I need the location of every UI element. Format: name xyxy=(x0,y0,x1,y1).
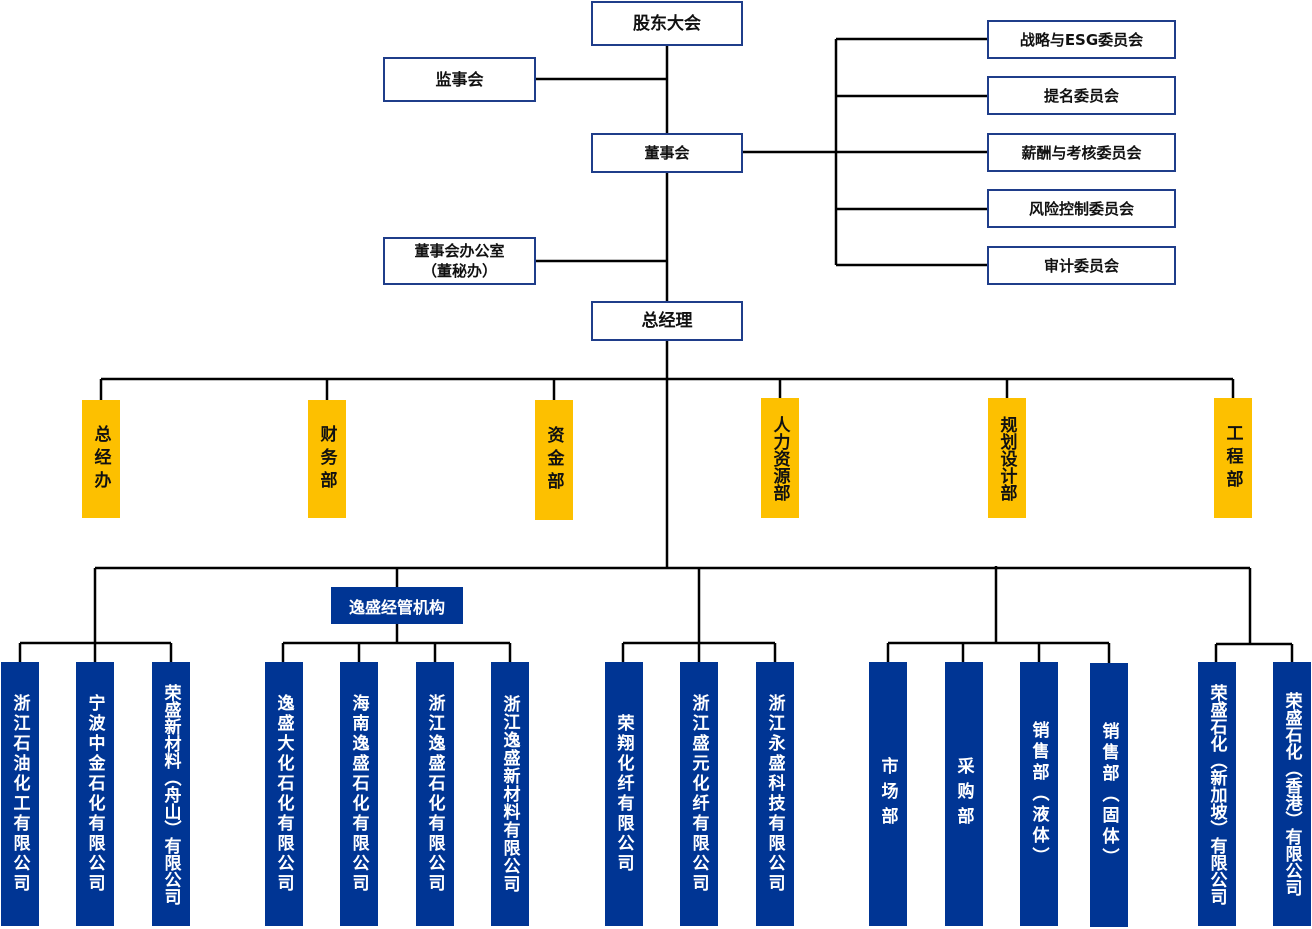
subsidiary-label: 荣翔化纤有限公司 xyxy=(613,714,634,874)
unit-sales-solid[interactable]: 销售部（固体） xyxy=(1090,663,1128,927)
committee-label: 风险控制委员会 xyxy=(1028,199,1134,218)
subsidiary-label: 宁波中金石化有限公司 xyxy=(84,694,105,894)
general-manager-box[interactable]: 总经理 xyxy=(591,301,743,341)
committee-audit[interactable]: 审计委员会 xyxy=(987,246,1176,285)
board-office-box[interactable]: 董事会办公室 （董秘办） xyxy=(383,237,536,285)
department-finance[interactable]: 财务部 xyxy=(308,400,346,518)
department-label: 人力资源部 xyxy=(769,415,790,501)
supervisory-board-box[interactable]: 监事会 xyxy=(383,57,536,102)
subsidiary-label: 海南逸盛石化有限公司 xyxy=(348,694,369,894)
subsidiary-rongxiang-fiber[interactable]: 荣翔化纤有限公司 xyxy=(605,662,643,926)
subsidiary-rongsheng-hongkong[interactable]: 荣盛石化（香港）有限公司 xyxy=(1273,662,1311,926)
subsidiary-ningbo-zhongjin[interactable]: 宁波中金石化有限公司 xyxy=(76,662,114,926)
unit-marketing[interactable]: 市场部 xyxy=(869,662,907,926)
board-office-label: 董事会办公室 xyxy=(414,242,505,260)
subsidiary-zhejiang-yisheng-new-materials[interactable]: 浙江逸盛新材料有限公司 xyxy=(491,662,529,926)
committee-compensation[interactable]: 薪酬与考核委员会 xyxy=(987,133,1176,172)
board-of-directors-label: 董事会 xyxy=(644,144,690,162)
subsidiary-label: 浙江盛元化纤有限公司 xyxy=(688,694,709,894)
subsidiary-label: 荣盛石化（香港）有限公司 xyxy=(1281,692,1302,896)
committee-risk-control[interactable]: 风险控制委员会 xyxy=(987,189,1176,228)
subsidiary-label: 浙江逸盛石化有限公司 xyxy=(424,694,445,894)
unit-sales-liquid[interactable]: 销售部（液体） xyxy=(1020,662,1058,926)
subsidiary-zhejiang-petrochemical[interactable]: 浙江石油化工有限公司 xyxy=(1,662,39,926)
department-label: 资金部 xyxy=(543,425,564,495)
subsidiary-label: 荣盛石化（新加坡）有限公司 xyxy=(1206,683,1227,905)
unit-procurement[interactable]: 采购部 xyxy=(945,662,983,926)
department-label: 总经办 xyxy=(90,424,111,494)
shareholders-meeting-box[interactable]: 股东大会 xyxy=(591,1,743,46)
general-manager-label: 总经理 xyxy=(641,311,693,331)
department-hr[interactable]: 人力资源部 xyxy=(761,398,799,518)
shareholders-meeting-label: 股东大会 xyxy=(633,13,701,34)
department-engineering[interactable]: 工程部 xyxy=(1214,398,1252,518)
committee-label: 薪酬与考核委员会 xyxy=(1021,143,1142,162)
supervisory-board-label: 监事会 xyxy=(435,69,484,89)
subsidiary-yisheng-dahua[interactable]: 逸盛大化石化有限公司 xyxy=(265,662,303,926)
subsidiary-hainan-yisheng[interactable]: 海南逸盛石化有限公司 xyxy=(340,662,378,926)
committee-strategy-esg[interactable]: 战略与ESG委员会 xyxy=(987,20,1176,59)
committee-label: 审计委员会 xyxy=(1043,256,1119,275)
board-office-sublabel: （董秘办） xyxy=(421,262,497,280)
department-planning-design[interactable]: 规划设计部 xyxy=(988,398,1026,518)
yisheng-management-hub[interactable]: 逸盛经管机构 xyxy=(331,587,463,624)
department-label: 工程部 xyxy=(1222,423,1243,493)
committee-label: 提名委员会 xyxy=(1043,86,1119,105)
subsidiary-label: 浙江永盛科技有限公司 xyxy=(764,694,785,894)
yisheng-hub-label: 逸盛经管机构 xyxy=(348,597,445,617)
subsidiary-label: 浙江逸盛新材料有限公司 xyxy=(499,695,520,893)
subsidiary-rongsheng-singapore[interactable]: 荣盛石化（新加坡）有限公司 xyxy=(1198,662,1236,926)
committee-nomination[interactable]: 提名委员会 xyxy=(987,76,1176,115)
subsidiary-zhejiang-yisheng[interactable]: 浙江逸盛石化有限公司 xyxy=(416,662,454,926)
subsidiary-label: 浙江石油化工有限公司 xyxy=(9,694,30,894)
board-of-directors-box[interactable]: 董事会 xyxy=(591,133,743,173)
department-label: 财务部 xyxy=(316,424,337,494)
subsidiary-label: 逸盛大化石化有限公司 xyxy=(273,694,294,894)
department-treasury[interactable]: 资金部 xyxy=(535,400,573,520)
committee-label: 战略与ESG委员会 xyxy=(1019,30,1144,49)
subsidiary-rongsheng-new-materials-zhoushan[interactable]: 荣盛新材料（舟山）有限公司 xyxy=(152,662,190,926)
subsidiary-label: 市场部 xyxy=(877,756,898,832)
department-gm-office[interactable]: 总经办 xyxy=(82,400,120,518)
subsidiary-yongsheng-technology[interactable]: 浙江永盛科技有限公司 xyxy=(756,662,794,926)
subsidiary-label: 销售部（液体） xyxy=(1028,720,1049,868)
subsidiary-shengyuan-fiber[interactable]: 浙江盛元化纤有限公司 xyxy=(680,662,718,926)
department-label: 规划设计部 xyxy=(996,415,1017,501)
subsidiary-label: 销售部（固体） xyxy=(1098,721,1119,869)
subsidiary-label: 采购部 xyxy=(953,756,974,832)
subsidiary-label: 荣盛新材料（舟山）有限公司 xyxy=(160,683,181,905)
